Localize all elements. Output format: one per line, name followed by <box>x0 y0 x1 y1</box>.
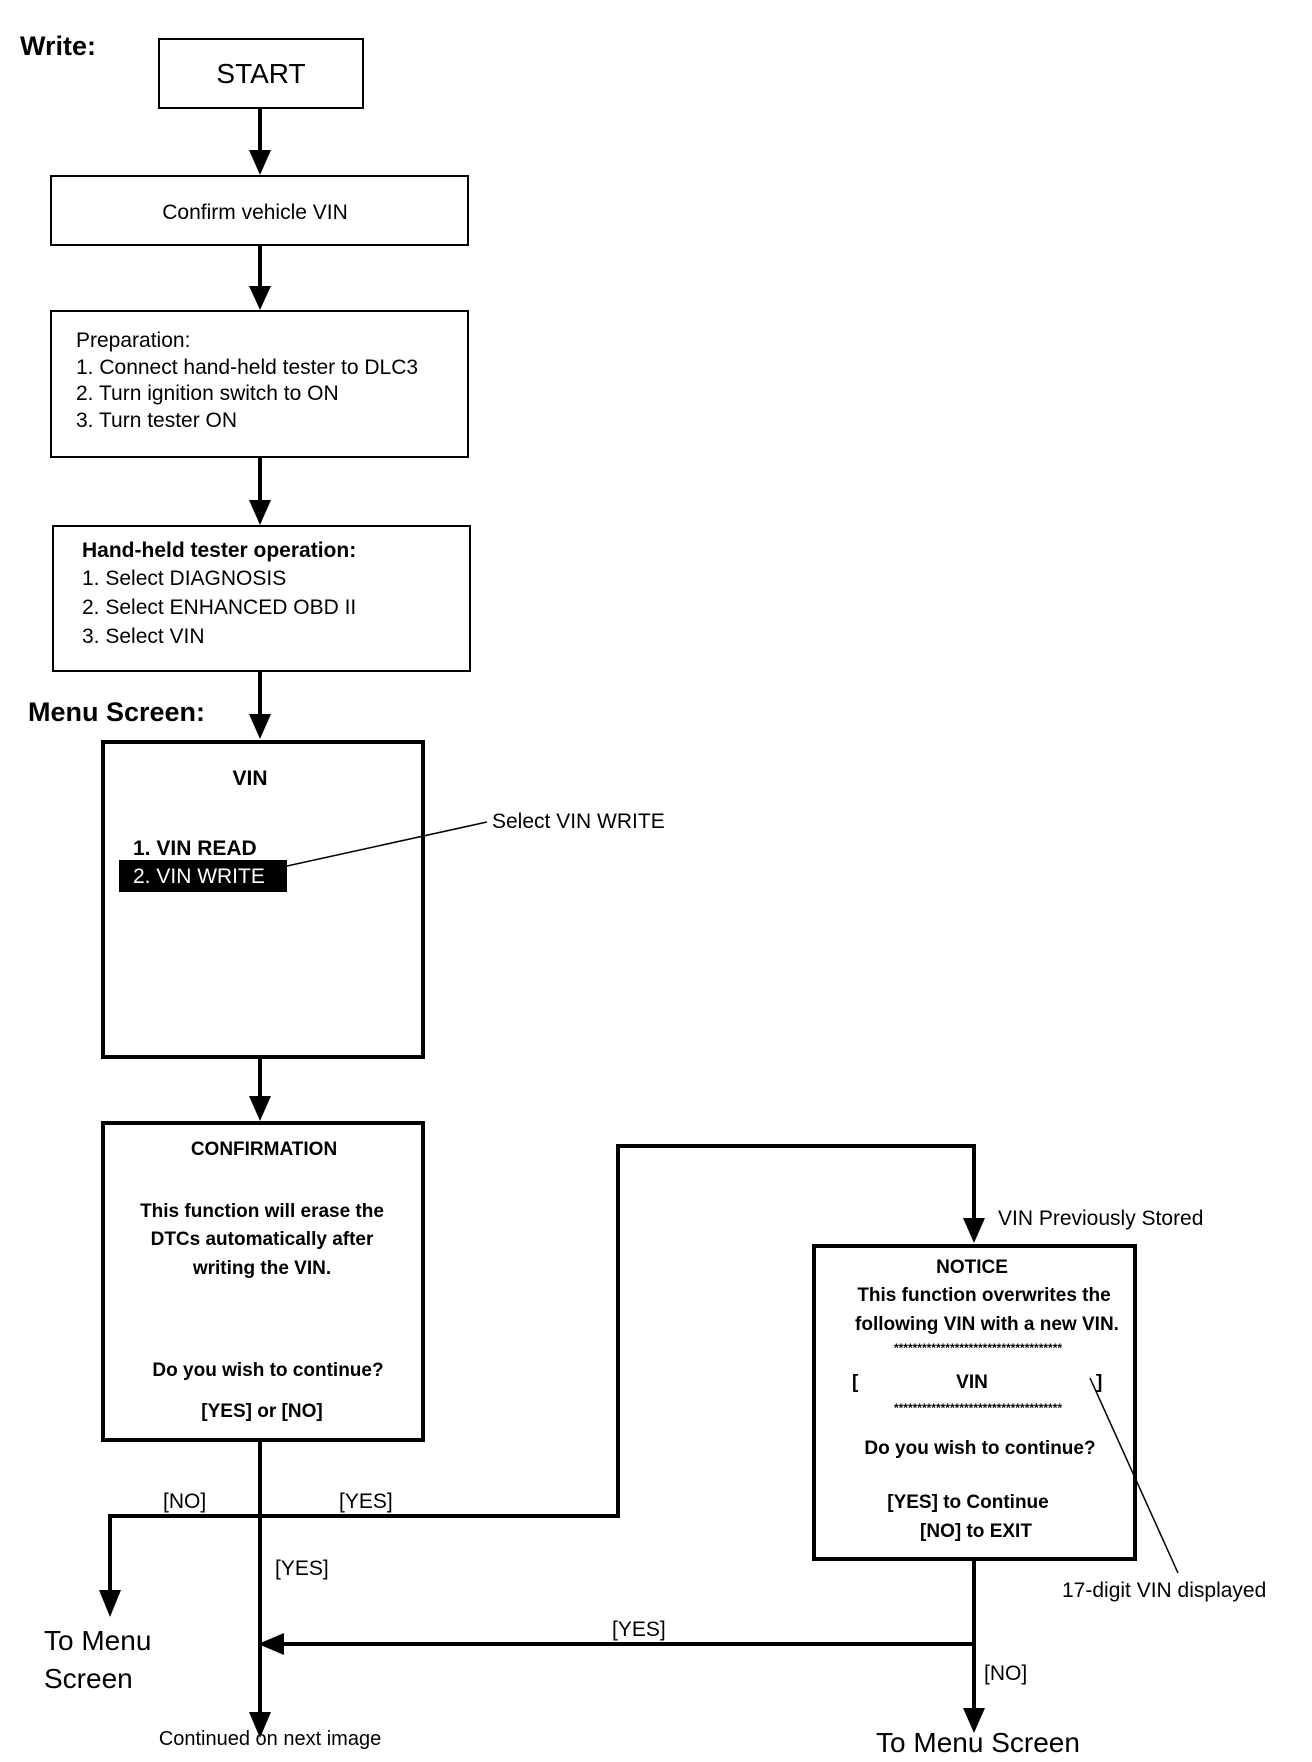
preparation-title: Preparation: <box>76 329 190 352</box>
confirm-vin-box <box>50 175 469 246</box>
notice-question: Do you wish to continue? <box>864 1438 1095 1459</box>
notice-stars: ************************************ <box>894 1401 1062 1415</box>
confirmation-question: Do you wish to continue? <box>152 1360 383 1381</box>
tester-operation-box <box>52 525 471 672</box>
branch-label-yes: [YES] <box>339 1490 393 1513</box>
arrow-head-icon <box>249 500 271 525</box>
to-menu-right-label: To Menu Screen <box>876 1727 1080 1758</box>
notice-bracket-open: [ <box>852 1372 859 1393</box>
notice-title: NOTICE <box>936 1257 1008 1278</box>
notice-stars: ************************************ <box>894 1341 1062 1355</box>
to-menu-left-label: Screen <box>44 1663 133 1694</box>
arrow-head-icon <box>963 1708 985 1733</box>
branch-label-yes-return: [YES] <box>612 1618 666 1641</box>
notice-callout-label: 17-digit VIN displayed <box>1062 1579 1266 1602</box>
callout-leader-line <box>1089 1377 1179 1574</box>
preparation-box <box>50 310 469 458</box>
arrow-head-icon <box>249 286 271 310</box>
arrow-head-icon <box>249 150 271 175</box>
tester-operation-step: 3. Select VIN <box>82 625 205 648</box>
preparation-step: 3. Turn tester ON <box>76 409 237 432</box>
menu-screen-box <box>101 740 425 1059</box>
branch-label-yes-down: [YES] <box>275 1557 329 1580</box>
menu-screen-heading: Menu Screen: <box>28 697 205 727</box>
branch-label-no-notice: [NO] <box>984 1662 1027 1685</box>
start-label: START <box>216 58 305 89</box>
menu-item-vin-read: 1. VIN READ <box>133 837 257 860</box>
arrow-head-icon <box>258 1633 284 1655</box>
notice-message-line: following VIN with a new VIN. <box>855 1314 1119 1335</box>
confirmation-title: CONFIRMATION <box>191 1139 337 1160</box>
preparation-step: 2. Turn ignition switch to ON <box>76 382 339 405</box>
tester-operation-step: 1. Select DIAGNOSIS <box>82 567 286 590</box>
menu-item-highlight <box>119 860 287 892</box>
tester-operation-title: Hand-held tester operation: <box>82 539 356 562</box>
start-box <box>158 38 364 109</box>
write-heading: Write: <box>20 31 96 61</box>
arrow-head-icon <box>249 1096 271 1121</box>
arrow-head-icon <box>249 714 271 739</box>
menu-callout-label: Select VIN WRITE <box>492 810 665 833</box>
tester-operation-step: 2. Select ENHANCED OBD II <box>82 596 356 619</box>
notice-message-line: This function overwrites the <box>857 1285 1110 1306</box>
arrow-head-icon <box>963 1218 985 1243</box>
confirm-vin-label: Confirm vehicle VIN <box>162 201 348 224</box>
notice-label-above: VIN Previously Stored <box>998 1207 1203 1230</box>
branch-line <box>108 1144 976 1598</box>
continued-label: Continued on next image <box>159 1728 381 1750</box>
arrow-head-icon <box>249 1712 271 1738</box>
confirmation-message-line: DTCs automatically after <box>151 1229 374 1250</box>
confirmation-message-line: writing the VIN. <box>192 1258 331 1279</box>
notice-vin: VIN <box>956 1372 988 1393</box>
notice-bracket-close: ] <box>1096 1372 1102 1393</box>
confirmation-options: [YES] or [NO] <box>201 1401 322 1422</box>
menu-title: VIN <box>232 767 267 790</box>
confirmation-message-line: This function will erase the <box>140 1201 384 1222</box>
callout-leader-line <box>286 821 488 867</box>
branch-label-no: [NO] <box>163 1490 206 1513</box>
preparation-step: 1. Connect hand-held tester to DLC3 <box>76 356 418 379</box>
arrow-head-icon <box>99 1590 121 1617</box>
notice-yes-option: [YES] to Continue <box>887 1492 1048 1513</box>
notice-no-option: [NO] to EXIT <box>920 1521 1032 1542</box>
confirmation-screen-box <box>101 1121 425 1442</box>
menu-item-vin-write: 2. VIN WRITE <box>133 865 265 888</box>
to-menu-left-label: To Menu <box>44 1625 151 1656</box>
